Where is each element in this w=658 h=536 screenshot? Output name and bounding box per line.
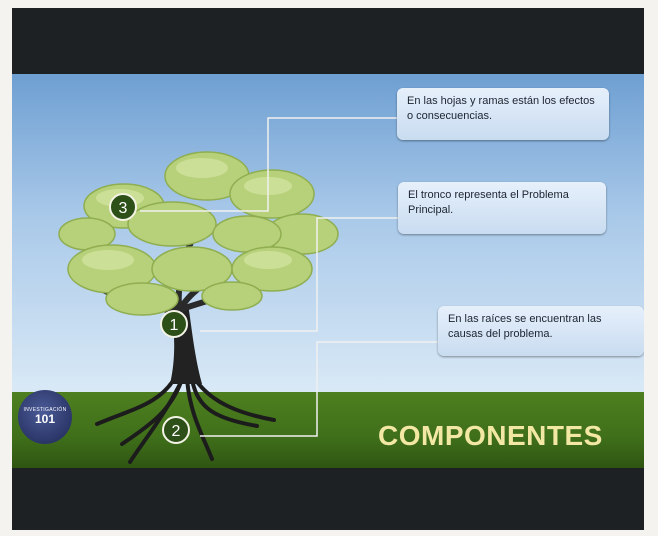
slide-title: COMPONENTES	[378, 420, 603, 451]
callout-trunk-text: El tronco representa el Problema Princip…	[408, 189, 569, 216]
grass-ground	[12, 392, 644, 468]
callout-effects-text: En las hojas y ramas están los efectos o…	[407, 95, 595, 122]
callout-effects: En las hojas y ramas están los efectos o…	[397, 88, 609, 140]
logo-emblem-icon: INVESTIGACIÓN 101	[18, 390, 72, 444]
connector-lines	[140, 117, 438, 437]
marker-two: 2	[162, 416, 190, 444]
slide: En las hojas y ramas están los efectos o…	[12, 8, 644, 530]
logo-number: 101	[34, 412, 56, 426]
marker-one: 1	[160, 310, 188, 338]
tree-roots	[95, 372, 276, 464]
logo-top-text: INVESTIGACIÓN	[23, 407, 67, 413]
callout-roots: En las raíces se encuentran las causas d…	[438, 306, 644, 356]
marker-three: 3	[109, 193, 137, 221]
callout-roots-text: En las raíces se encuentran las causas d…	[448, 313, 602, 340]
callout-trunk: El tronco representa el Problema Princip…	[398, 182, 606, 234]
